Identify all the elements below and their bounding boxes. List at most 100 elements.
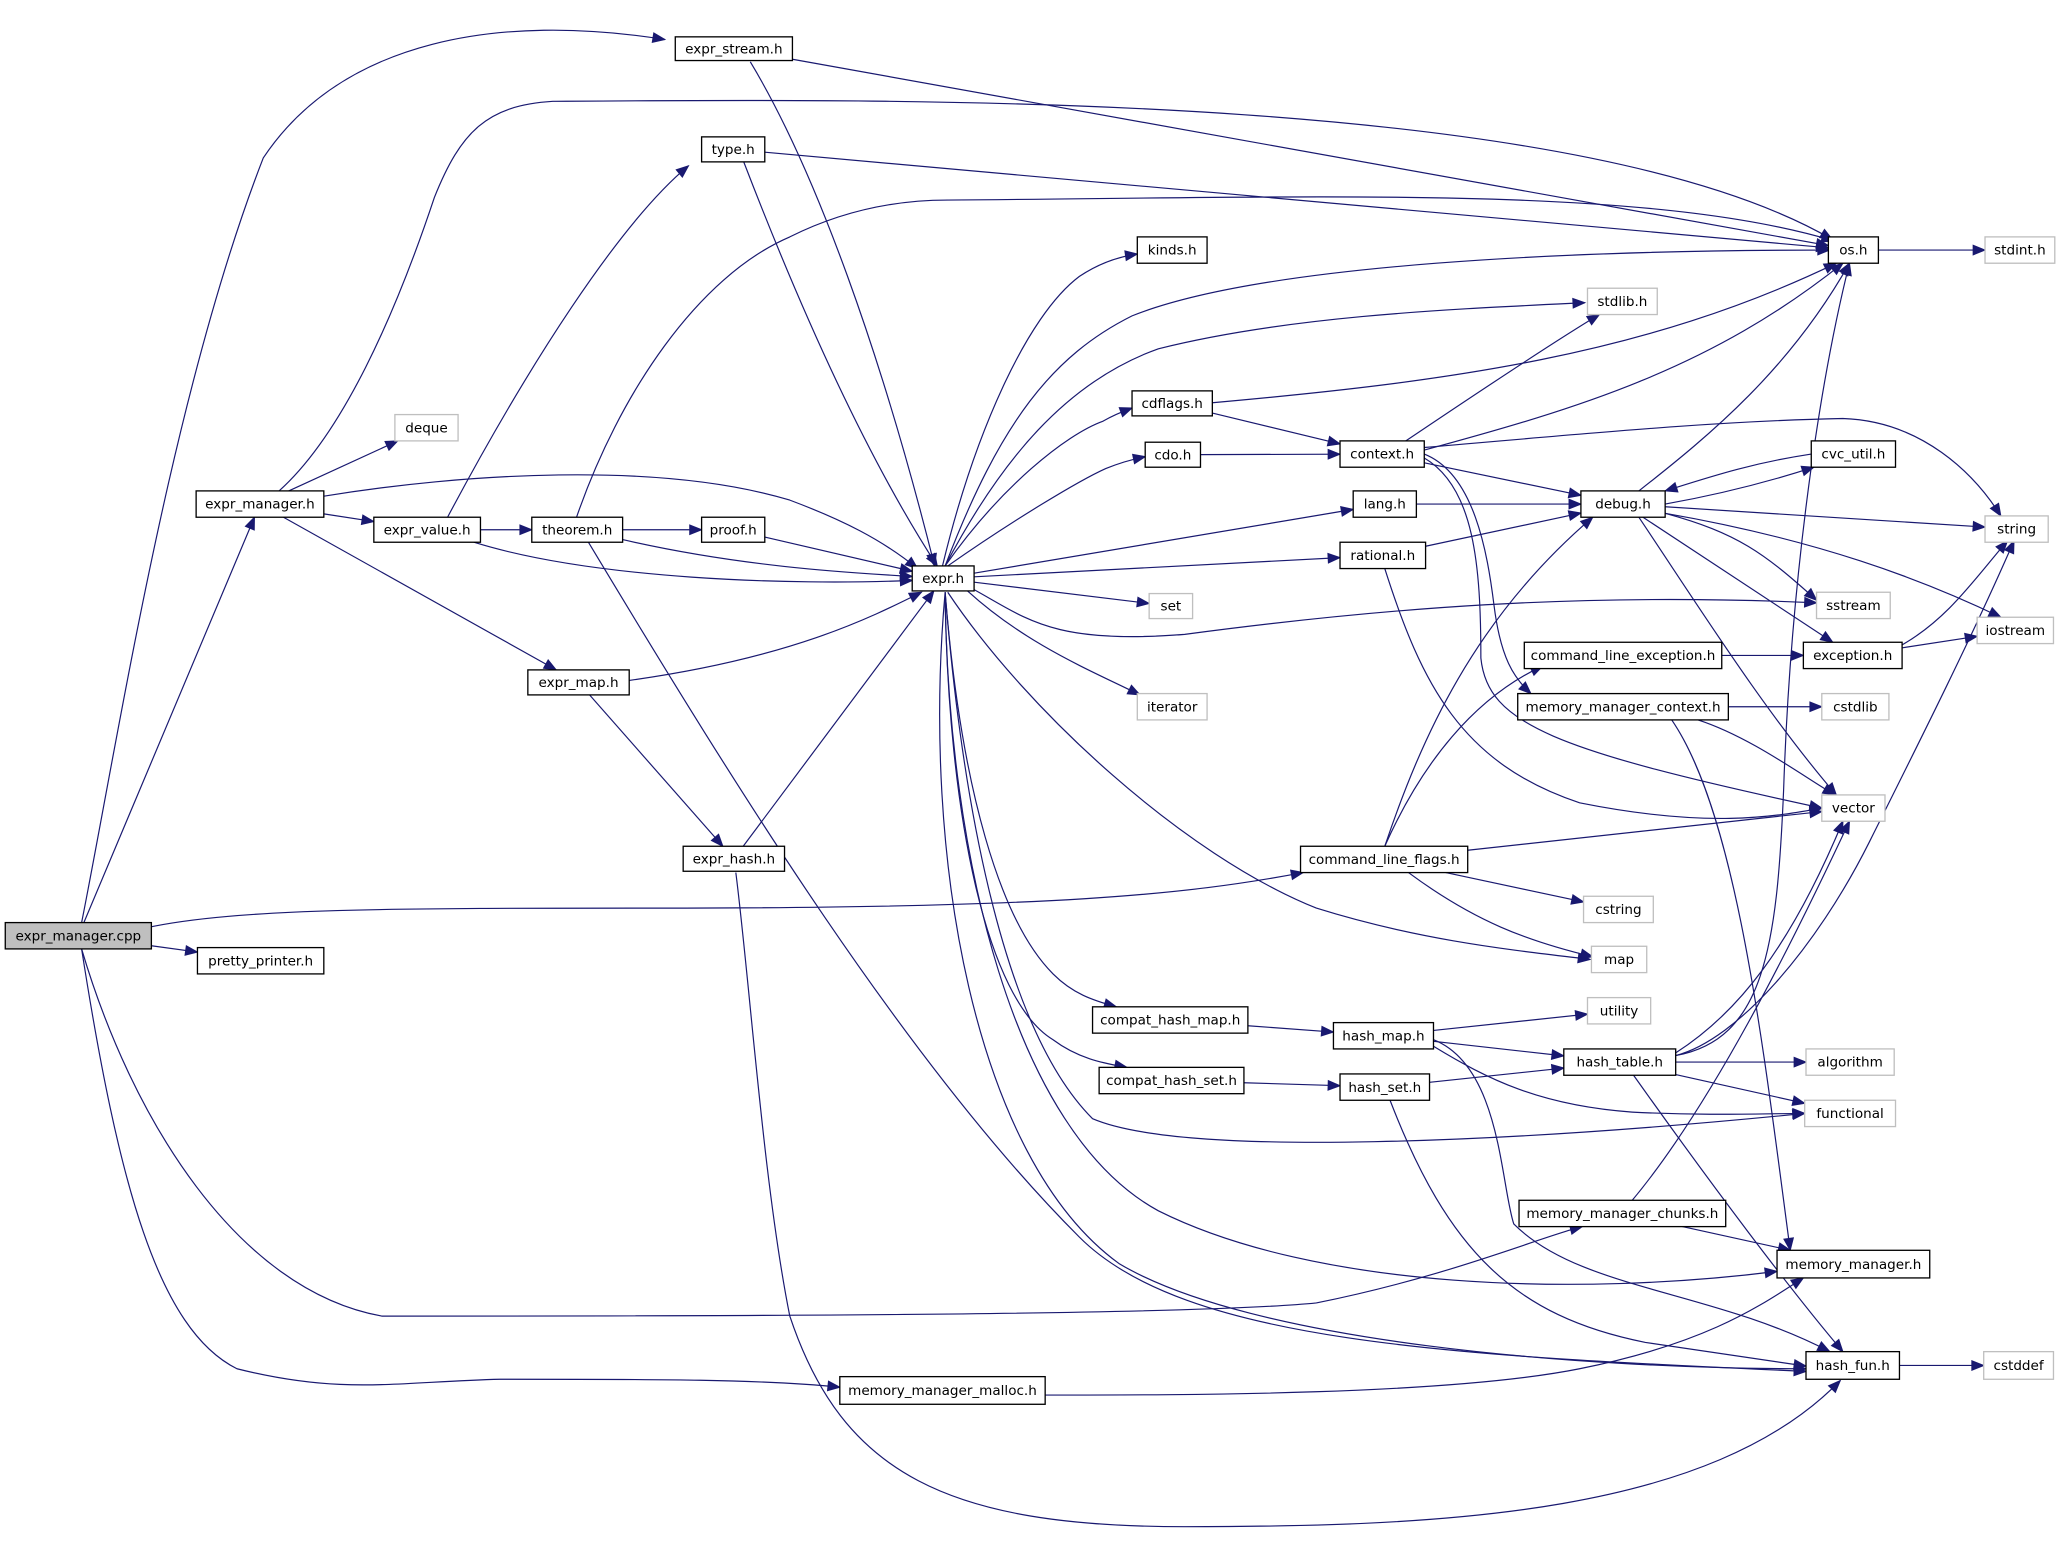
arrowhead-icon bbox=[1340, 506, 1355, 517]
node-box bbox=[373, 516, 482, 543]
node-kinds-h[interactable]: kinds.h bbox=[1136, 236, 1208, 264]
node-memory-manager-malloc-h[interactable]: memory_manager_malloc.h bbox=[839, 1375, 1046, 1405]
arrowhead-icon bbox=[2003, 539, 2015, 555]
node-label: hash_map.h bbox=[1342, 1028, 1424, 1044]
node-command-line-exception-h[interactable]: command_line_exception.h bbox=[1523, 641, 1723, 670]
edge-os_h-to-stdint_h bbox=[1878, 244, 1987, 256]
arrowhead-icon bbox=[826, 1380, 842, 1392]
node-type-h[interactable]: type.h bbox=[700, 136, 766, 163]
node-box bbox=[674, 36, 794, 62]
node-expr-value-h[interactable]: expr_value.h bbox=[373, 516, 482, 543]
node-cvc-util-h[interactable]: cvc_util.h bbox=[1810, 440, 1897, 468]
arrowhead-icon bbox=[1567, 487, 1583, 499]
arrowhead-icon bbox=[675, 164, 690, 178]
node-pretty-printer-h[interactable]: pretty_printer.h bbox=[196, 946, 325, 975]
node-box bbox=[394, 413, 459, 442]
edge-line bbox=[1664, 453, 1812, 492]
edge-line bbox=[735, 872, 1841, 1528]
node-debug-h[interactable]: debug.h bbox=[1580, 490, 1666, 518]
node-cdo-h[interactable]: cdo.h bbox=[1144, 441, 1202, 468]
edge-hash_table_h-to-string bbox=[1675, 539, 2015, 1057]
edge-expr_manager_cpp-to-memory_manager_malloc_h bbox=[81, 948, 842, 1392]
node-box bbox=[1563, 1048, 1677, 1076]
node-box bbox=[531, 516, 624, 543]
node-label: os.h bbox=[1839, 243, 1867, 259]
edge-line bbox=[1433, 1045, 1805, 1115]
node-box bbox=[527, 669, 630, 696]
node-box bbox=[1136, 236, 1208, 264]
node-memory-manager-h[interactable]: memory_manager.h bbox=[1776, 1249, 1931, 1279]
edge-command_line_flags_h-to-vector bbox=[1467, 807, 1824, 851]
edge-compat_hash_map_h-to-hash_map_h bbox=[1247, 1025, 1335, 1037]
edge-hash_set_h-to-hash_table_h bbox=[1429, 1063, 1566, 1083]
edge-line bbox=[792, 58, 1829, 247]
arrowhead-icon bbox=[1987, 606, 2003, 618]
node-exception-h[interactable]: exception.h bbox=[1802, 641, 1903, 670]
node-theorem-h[interactable]: theorem.h bbox=[531, 516, 624, 543]
edge-expr_manager_cpp-to-memory_manager_chunks_h bbox=[81, 948, 1584, 1317]
node-box bbox=[1299, 845, 1469, 874]
node-expr-stream-h[interactable]: expr_stream.h bbox=[674, 36, 794, 62]
node-context-h[interactable]: context.h bbox=[1339, 440, 1425, 468]
node-label: vector bbox=[1832, 801, 1875, 817]
node-proof-h[interactable]: proof.h bbox=[700, 516, 766, 543]
node-compat-hash-set-h[interactable]: compat_hash_set.h bbox=[1098, 1066, 1245, 1095]
edge-hash_table_h-to-functional bbox=[1675, 1073, 1807, 1106]
node-compat-hash-map-h[interactable]: compat_hash_map.h bbox=[1091, 1006, 1249, 1034]
arrowhead-icon bbox=[1518, 681, 1532, 695]
node-expr-map-h[interactable]: expr_map.h bbox=[527, 669, 630, 696]
node-rational-h[interactable]: rational.h bbox=[1339, 541, 1427, 570]
edge-line bbox=[1675, 263, 1851, 1057]
edge-memory_manager_context_h-to-vector bbox=[1697, 719, 1837, 796]
node-os-h[interactable]: os.h bbox=[1827, 236, 1880, 264]
edge-context_h-to-memory_manager_context_h bbox=[1424, 453, 1532, 695]
arrowhead-icon bbox=[1829, 262, 1844, 276]
node-lang-h[interactable]: lang.h bbox=[1352, 490, 1418, 518]
node-box bbox=[1339, 541, 1427, 570]
node-expr-manager-cpp[interactable]: expr_manager.cpp bbox=[4, 921, 153, 950]
node-algorithm: algorithm bbox=[1805, 1048, 1895, 1076]
node-label: map bbox=[1604, 952, 1634, 968]
edge-line bbox=[1638, 262, 1850, 492]
node-expr-h[interactable]: expr.h bbox=[911, 565, 975, 592]
node-box bbox=[1332, 1021, 1435, 1050]
node-hash-set-h[interactable]: hash_set.h bbox=[1339, 1073, 1431, 1101]
arrowhead-icon bbox=[1124, 250, 1139, 262]
edge-line bbox=[1429, 1067, 1564, 1083]
arrowhead-icon bbox=[1816, 1341, 1831, 1353]
edge-line bbox=[1633, 1074, 1844, 1353]
edge-line bbox=[974, 581, 1150, 605]
edge-line bbox=[575, 196, 1834, 518]
edge-line bbox=[1433, 1040, 1564, 1057]
node-memory-manager-context-h[interactable]: memory_manager_context.h bbox=[1517, 692, 1729, 721]
node-box bbox=[911, 565, 975, 592]
edge-line bbox=[1445, 871, 1584, 903]
edge-expr_h-to-compat_hash_map_h bbox=[944, 592, 1118, 1009]
node-hash-table-h[interactable]: hash_table.h bbox=[1563, 1048, 1677, 1076]
edge-line bbox=[1408, 872, 1593, 958]
node-label: stdlib.h bbox=[1597, 294, 1647, 310]
edges-layer bbox=[81, 29, 2015, 1528]
edge-debug_h-to-sstream bbox=[1664, 512, 1818, 602]
edge-type_h-to-expr_h bbox=[743, 161, 938, 568]
edge-line bbox=[749, 61, 936, 567]
arrowhead-icon bbox=[925, 552, 938, 568]
node-label: set bbox=[1161, 599, 1182, 615]
node-label: rational.h bbox=[1350, 548, 1415, 564]
edge-expr_stream_h-to-os_h bbox=[792, 58, 1830, 249]
node-hash-map-h[interactable]: hash_map.h bbox=[1332, 1021, 1435, 1050]
edge-memory_manager_malloc_h-to-memory_manager_h bbox=[1045, 1277, 1805, 1396]
node-command-line-flags-h[interactable]: command_line_flags.h bbox=[1299, 845, 1469, 874]
node-box bbox=[1827, 236, 1880, 264]
node-expr-manager-h[interactable]: expr_manager.h bbox=[195, 490, 325, 518]
node-memory-manager-chunks-h[interactable]: memory_manager_chunks.h bbox=[1518, 1199, 1727, 1228]
edge-line bbox=[447, 165, 689, 518]
arrowhead-icon bbox=[899, 570, 914, 582]
node-hash-fun-h[interactable]: hash_fun.h bbox=[1805, 1350, 1901, 1380]
edge-expr_h-to-kinds_h bbox=[941, 250, 1139, 567]
node-cdflags-h[interactable]: cdflags.h bbox=[1131, 390, 1213, 417]
node-expr-hash-h[interactable]: expr_hash.h bbox=[682, 845, 786, 872]
node-label: proof.h bbox=[710, 522, 757, 538]
node-box bbox=[1802, 641, 1903, 670]
arrowhead-icon bbox=[384, 440, 400, 452]
